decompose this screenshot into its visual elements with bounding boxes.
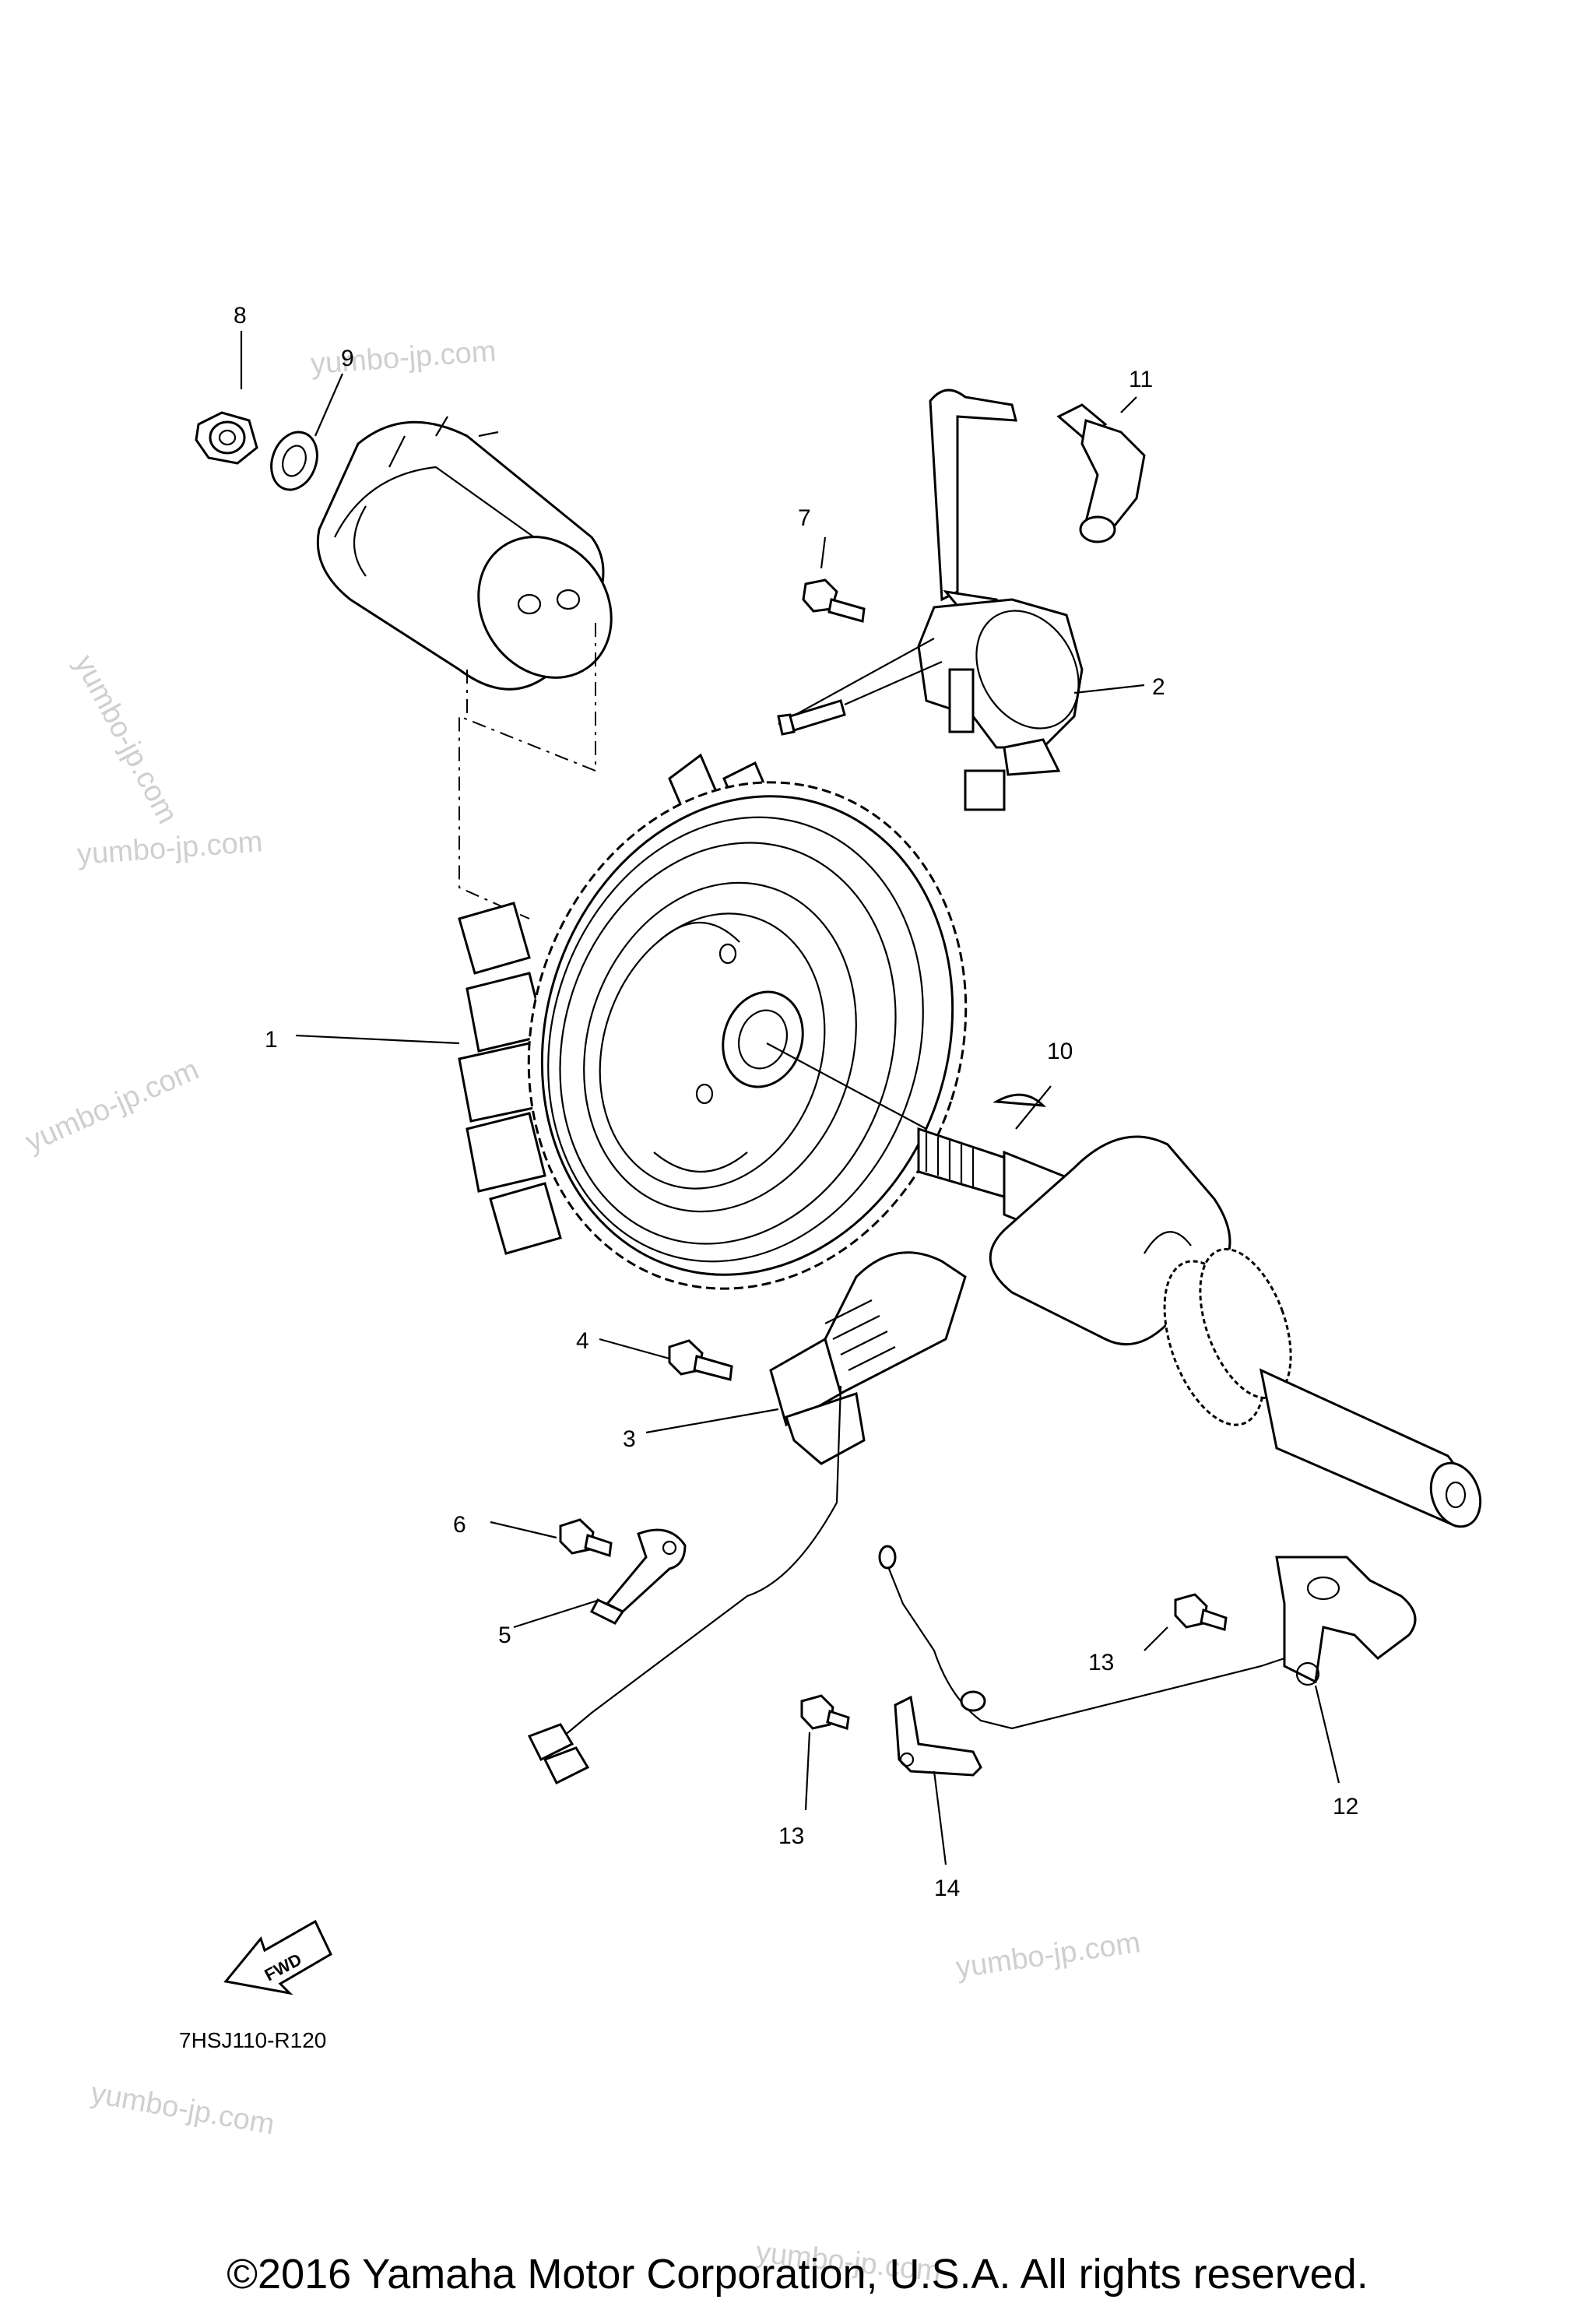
- ignition-coil-2: [917, 389, 1084, 811]
- callout-13-upper: 13: [1088, 1650, 1114, 1675]
- bolt-4: [668, 1339, 733, 1381]
- wire-line: [778, 638, 935, 725]
- bolt-13-upper: [1174, 1593, 1228, 1631]
- watermark: yumbo-jp.com: [310, 335, 497, 381]
- assembly-line: [458, 623, 596, 919]
- callout-4: 4: [576, 1328, 589, 1354]
- callout-9: 9: [341, 346, 354, 371]
- callout-7: 7: [798, 505, 811, 531]
- callout-2: 2: [1152, 674, 1165, 700]
- callout-8: 8: [234, 303, 247, 329]
- watermark: yumbo-jp.com: [68, 650, 184, 829]
- watermark: yumbo-jp.com: [88, 2077, 276, 2142]
- charge-coil-3: [527, 1251, 967, 1785]
- callout-3: 3: [623, 1426, 636, 1452]
- spark-wire: [777, 660, 943, 736]
- assembly-line: [766, 1042, 927, 1130]
- callout-14: 14: [934, 1876, 960, 1901]
- bolt-6: [559, 1518, 613, 1557]
- fwd-arrow: FWD: [223, 1919, 332, 1995]
- watermark: yumbo-jp.com: [21, 1053, 204, 1158]
- callout-5: 5: [498, 1623, 511, 1648]
- callout-11: 11: [1129, 367, 1153, 392]
- washer-9: [270, 431, 318, 491]
- bolt-7: [802, 578, 866, 623]
- nut-8: [195, 411, 258, 465]
- callout-6: 6: [453, 1512, 466, 1538]
- plug-cap-11: [1056, 403, 1146, 543]
- starter-cup: [316, 416, 613, 691]
- oil-sensor-12: [878, 1545, 1417, 1730]
- callout-10: 10: [1047, 1039, 1073, 1064]
- diagram-code: 7HSJ110-R120: [179, 2028, 326, 2052]
- crankshaft: [917, 1127, 1482, 1528]
- bracket-14: [894, 1695, 982, 1777]
- callout-1: 1: [265, 1027, 278, 1053]
- bolt-13-lower: [800, 1694, 850, 1730]
- watermark: yumbo-jp.com: [76, 825, 264, 871]
- leader-lines: [240, 331, 1340, 1865]
- callout-13-lower: 13: [778, 1823, 804, 1849]
- flywheel-1: [458, 753, 968, 1290]
- key-10: [992, 1093, 1046, 1107]
- callout-12: 12: [1333, 1794, 1358, 1819]
- terminal-5: [589, 1528, 687, 1625]
- watermark: yumbo-jp.com: [954, 1926, 1142, 1985]
- copyright-notice: ©2016 Yamaha Motor Corporation, U.S.A. A…: [227, 2251, 1368, 2298]
